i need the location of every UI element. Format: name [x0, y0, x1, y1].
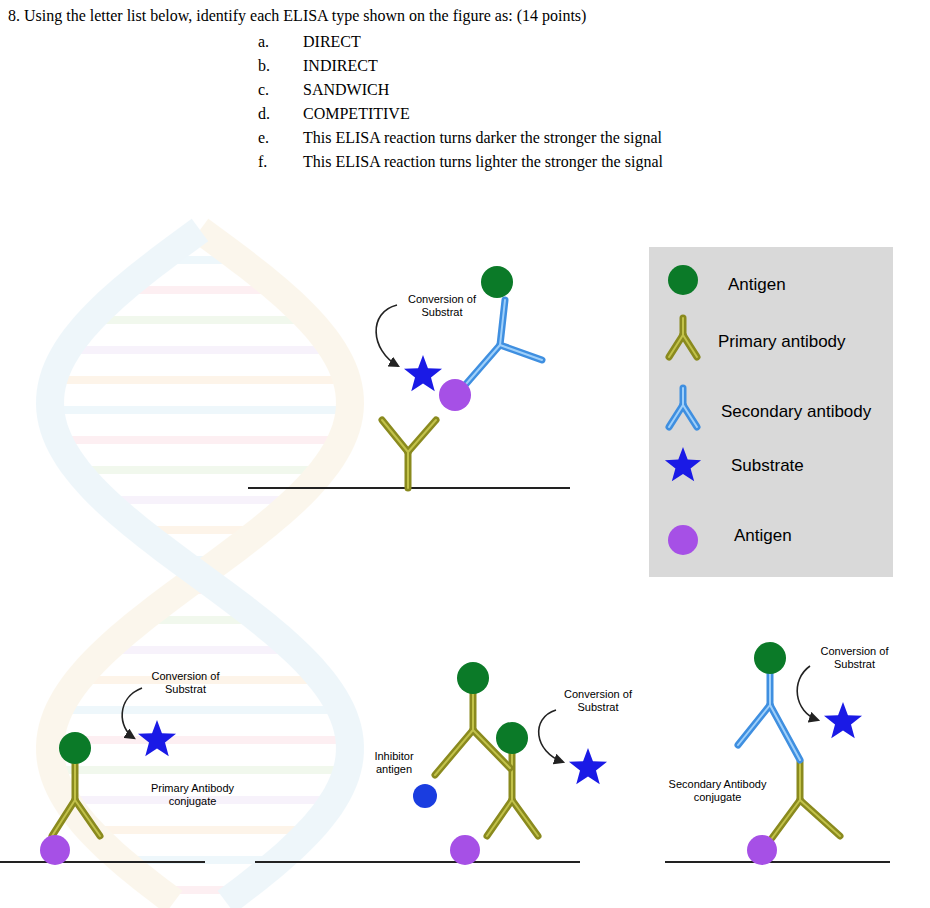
primary-antibody: [487, 752, 538, 836]
dna-rung: [67, 346, 333, 354]
inhibitor-antigen: [413, 784, 437, 808]
option-text: This ELISA reaction turns lighter the st…: [303, 152, 663, 172]
conversion-arrow: [376, 305, 398, 366]
legend-label: Primary antibody: [718, 332, 846, 352]
substrate-star: [404, 355, 442, 391]
primary-antibody: [772, 762, 840, 838]
legend-swatch: [668, 525, 698, 555]
legend-label: Secondary antibody: [721, 402, 871, 422]
antigen-purple: [450, 835, 480, 865]
option-letter: a.: [258, 32, 269, 52]
option-text: This ELISA reaction turns darker the str…: [303, 128, 662, 148]
legend-panel: [649, 247, 893, 577]
substrate-star: [138, 720, 176, 756]
option-letter: e.: [258, 128, 269, 148]
antigen-green: [754, 642, 786, 674]
antigen-purple: [439, 379, 471, 411]
dna-rung: [50, 736, 349, 744]
legend-swatch: [668, 265, 698, 295]
option-text: DIRECT: [303, 32, 361, 52]
figure-label: Secondary Antibody conjugate: [660, 778, 775, 804]
antigen-green: [457, 662, 489, 694]
option-letter: b.: [258, 56, 270, 76]
option-letter: c.: [258, 80, 269, 100]
antigen-green: [59, 732, 91, 764]
legend-label: Antigen: [734, 526, 792, 546]
primary-antibody: [382, 420, 436, 488]
plate-surface: [255, 861, 580, 863]
legend-primary-antibody: [669, 318, 697, 357]
substrate-star: [824, 702, 862, 738]
question-title: 8. Using the letter list below, identify…: [8, 6, 586, 26]
secondary-antibody: [466, 300, 542, 384]
conversion-arrow: [539, 710, 563, 762]
dna-rung: [59, 436, 342, 444]
conversion-arrow: [122, 688, 142, 738]
antigen-purple: [747, 835, 777, 865]
secondary-antibody-conjugate: [738, 672, 800, 760]
primary-antibody-conjugate: [52, 762, 100, 836]
plate-surface: [0, 861, 205, 863]
option-letter: d.: [258, 104, 270, 124]
dna-rung: [53, 376, 347, 384]
legend-label: Antigen: [728, 275, 786, 295]
legend-secondary-antibody: [669, 388, 697, 427]
substrate-star: [665, 447, 701, 481]
plate-surface: [665, 861, 890, 863]
figure-label: Conversion of Substrat: [402, 293, 482, 319]
figure-label: Inhibitor antigen: [368, 750, 420, 776]
figure-label: Primary Antibody conjugate: [135, 782, 250, 808]
substrate-star: [569, 748, 607, 784]
antigen-purple: [40, 835, 70, 865]
conversion-arrow: [797, 666, 818, 720]
antigen-green: [481, 266, 513, 298]
option-text: INDIRECT: [303, 56, 378, 76]
dna-rung: [106, 646, 294, 654]
dna-rung: [59, 706, 341, 714]
option-text: SANDWICH: [303, 80, 389, 100]
antigen-green: [496, 722, 528, 754]
dna-strand: [50, 230, 350, 902]
dna-rung: [91, 316, 310, 324]
legend-label: Substrate: [731, 456, 804, 476]
option-text: COMPETITIVE: [303, 104, 410, 124]
dna-rung: [77, 466, 323, 474]
dna-watermark: [50, 230, 350, 902]
figure-label: Conversion of Substrat: [143, 670, 228, 696]
figure-label: Conversion of Substrat: [812, 645, 897, 671]
figure-label: Conversion of Substrat: [558, 688, 638, 714]
dna-rung: [53, 766, 347, 774]
dna-rung: [89, 826, 310, 834]
dna-rung: [50, 406, 349, 414]
dna-rung: [105, 496, 295, 504]
option-letter: f.: [258, 152, 267, 172]
dna-strand: [50, 230, 350, 902]
